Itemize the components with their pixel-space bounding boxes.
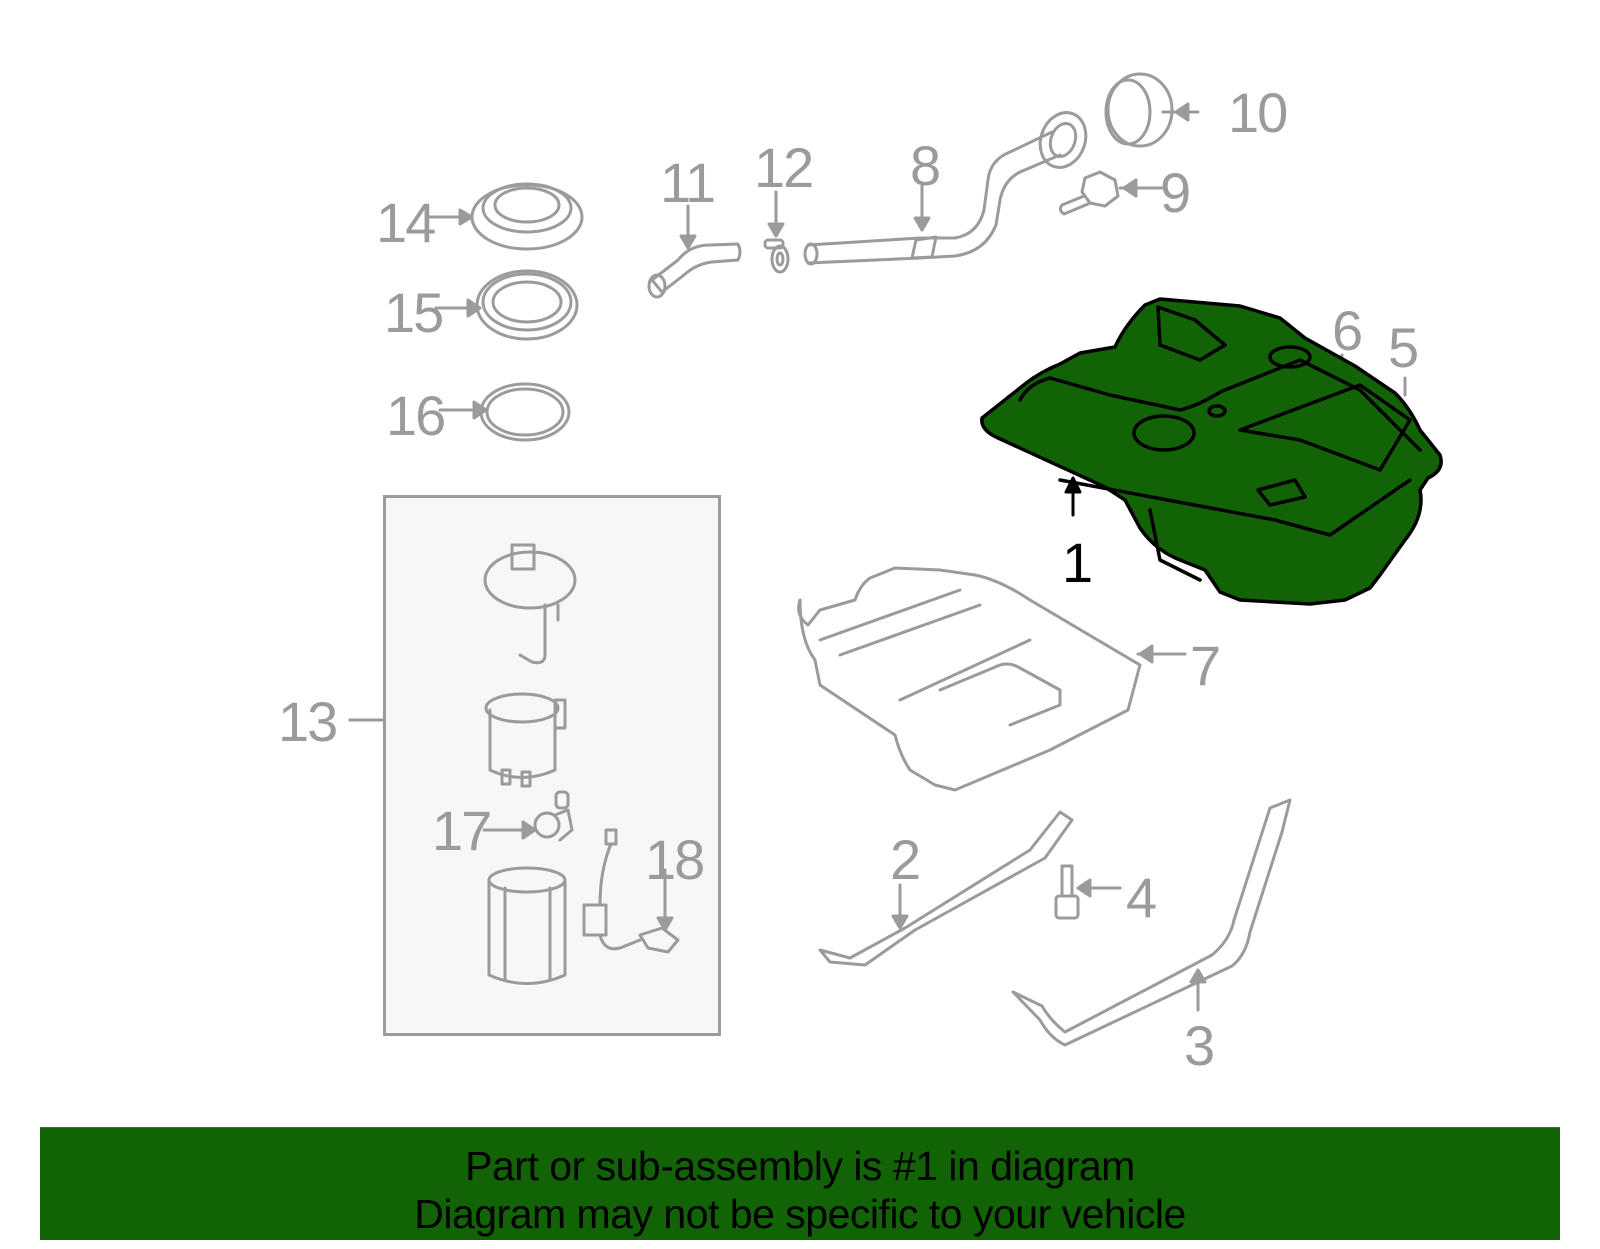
callout-14[interactable]: 14 [376, 191, 436, 254]
callout-16[interactable]: 16 [386, 384, 446, 447]
part-1-arrow-icon [1064, 476, 1082, 517]
notice-banner: Part or sub-assembly is #1 in diagram Di… [40, 1127, 1560, 1240]
part-9-bolt-icon [1058, 170, 1164, 216]
fuel-pump-assembly-icon [483, 543, 577, 788]
part-8-filler-pipe-icon [803, 111, 1088, 266]
callout-18[interactable]: 18 [645, 828, 705, 891]
callout-11[interactable]: 11 [660, 151, 716, 214]
banner-line-part-number: Part or sub-assembly is #1 in diagram [465, 1143, 1135, 1189]
callout-4[interactable]: 4 [1126, 866, 1157, 929]
callout-7[interactable]: 7 [1190, 634, 1221, 697]
part-7-heat-shield-icon [797, 566, 1187, 792]
callout-12[interactable]: 12 [754, 136, 814, 199]
part-14-plate-icon [428, 182, 584, 251]
callout-6[interactable]: 6 [1332, 299, 1363, 362]
fuel-pump-module-group-box [383, 495, 721, 1036]
part-12-clamp-icon [763, 190, 790, 274]
callout-9[interactable]: 9 [1160, 161, 1191, 224]
part-2-strap-icon [818, 810, 1074, 967]
callout-10[interactable]: 10 [1228, 81, 1288, 144]
part-15-ring-icon [434, 269, 579, 341]
part-4-bolt-icon [1054, 864, 1122, 920]
part-3-strap-icon [1011, 798, 1292, 1047]
callout-2[interactable]: 2 [890, 828, 921, 891]
part-17-regulator-icon [482, 790, 574, 842]
callout-5[interactable]: 5 [1388, 316, 1419, 379]
callout-13[interactable]: 13 [278, 690, 338, 753]
callout-1[interactable]: 1 [1062, 531, 1093, 594]
part-16-gasket-icon [438, 382, 571, 442]
callout-17[interactable]: 17 [432, 799, 492, 862]
part-11-hose-icon [647, 204, 742, 299]
fuel-strainer-cup-icon [487, 866, 567, 985]
callout-8[interactable]: 8 [910, 134, 941, 197]
callout-15[interactable]: 15 [384, 281, 444, 344]
banner-line-disclaimer: Diagram may not be specific to your vehi… [414, 1191, 1186, 1237]
part-18-sender-icon [582, 828, 680, 954]
part-1-fuel-tank-icon [980, 297, 1443, 606]
part-10-cap-icon [1104, 72, 1200, 148]
callout-3[interactable]: 3 [1184, 1014, 1215, 1077]
